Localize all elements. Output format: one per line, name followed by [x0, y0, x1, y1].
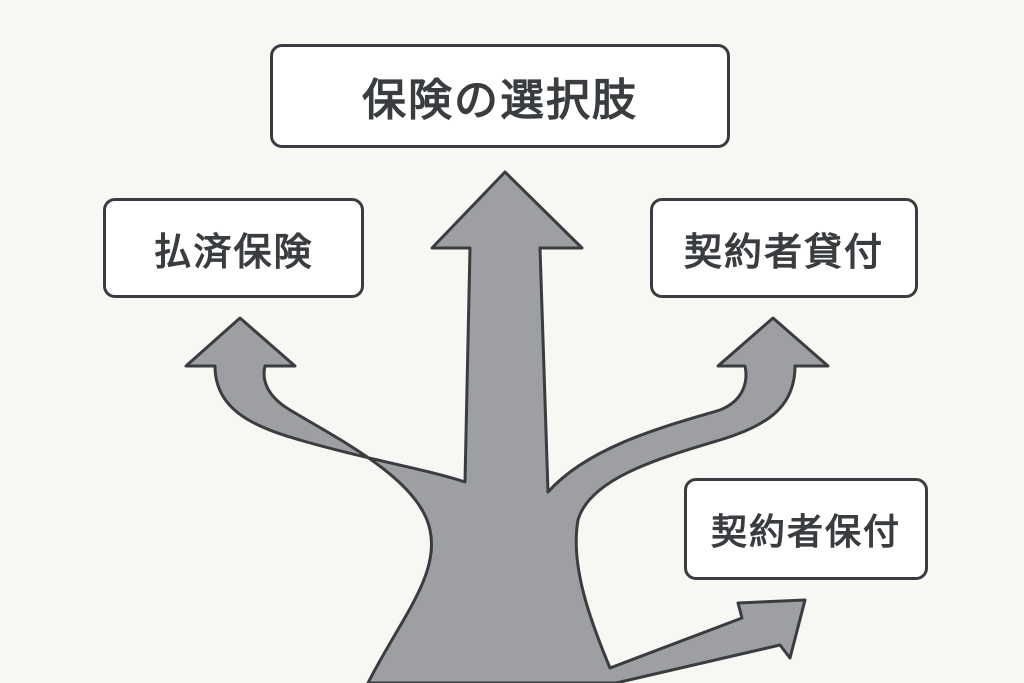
- option-box-paid-up-insurance: 払済保険: [103, 198, 364, 298]
- branching-arrow-shape: [184, 170, 830, 683]
- option-label: 契約者貸付: [683, 229, 884, 274]
- title-box: 保険の選択肢: [270, 44, 730, 148]
- option-label: 払済保険: [153, 229, 314, 274]
- option-box-policy-loan: 契約者貸付: [650, 198, 918, 298]
- option-label: 契約者保付: [710, 512, 901, 553]
- title-text: 保険の選択肢: [362, 75, 638, 126]
- option-box-policyholder: 契約者保付: [684, 478, 928, 580]
